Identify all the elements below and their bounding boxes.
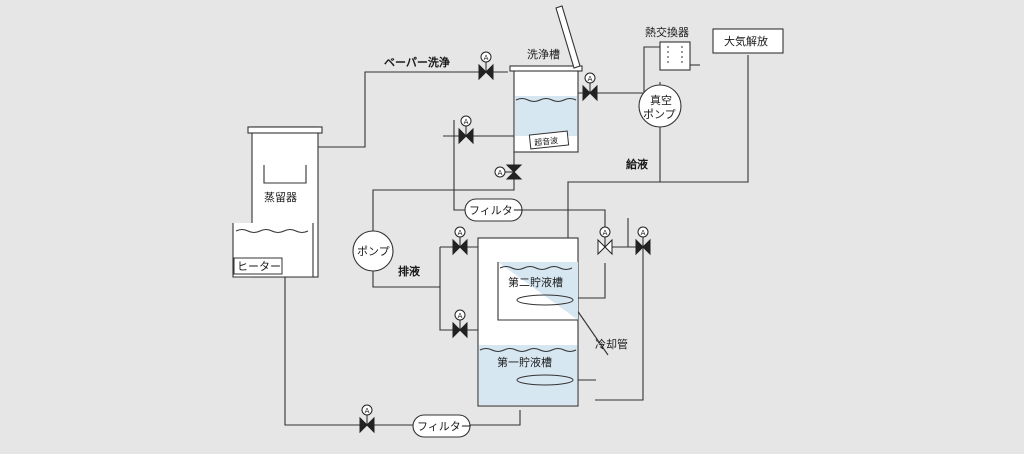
first-tank-label: 第一貯液槽 [497,355,552,369]
pipe-to-heat-exchanger [643,46,660,93]
atmosphere-release: 大気解放 [712,28,784,54]
pump: ポンプ [352,230,394,272]
valve-actuator-icon [637,226,649,238]
distiller-lid [247,126,323,134]
valve-actuator-label: A [458,229,463,237]
flow-label-vapor-wash: ベーパー洗浄 [384,55,450,69]
pipe-return-to-distiller [284,277,521,426]
wash-tank-wave [515,98,577,102]
valves: A A A A A A A A A [359,51,651,434]
filter-lower-label: フィルター [417,420,472,433]
second-tank-wave [499,266,573,270]
storage-tanks: 第二貯液槽 第一貯液槽 冷却管 [477,237,628,407]
heat-exchanger-box [659,41,691,71]
second-tank-coil [516,294,574,306]
valve-actuator-label: A [498,169,503,177]
wash-tank-liquid [515,96,577,136]
pump-circle [352,230,394,272]
valve-first-tank-inlet: A [452,309,468,339]
second-tank-label: 第二貯液槽 [508,275,563,289]
filter-upper-box [464,198,523,222]
filter-lower-box [412,414,471,438]
valve-actuator-label: A [464,118,469,126]
filter-upper: フィルター [464,198,524,222]
pipe-vapor-wash [318,71,508,148]
first-tank-coil [516,374,574,386]
valve-actuator-label: A [484,54,489,62]
valve-actuator-label: A [641,229,646,237]
valve-actuator-icon [454,226,466,238]
valve-wash-bottom: A [494,164,523,180]
valve-wash-exhaust: A [582,72,598,102]
valve-open-right: A [597,226,613,256]
wash-tank-rim [509,65,583,72]
valve-actuator-label: A [588,75,593,83]
heat-exchanger: 熱交換器 [645,25,691,71]
first-tank-wave [479,348,577,352]
valve-return-line: A [359,404,375,434]
valve-actuator-icon [361,404,373,416]
distiller-wave [235,229,309,233]
valve-actuator-icon [584,72,596,84]
vacuum-pump-circle [638,84,682,128]
valve-wash-return: A [458,115,474,145]
distiller: 蒸留器 ヒーター [232,126,323,278]
atmosphere-box [712,28,784,54]
filter-lower: フィルター [412,414,472,438]
vacuum-pump-label-1: 真空 [650,93,672,107]
vacuum-pump-label-2: ポンプ [643,108,676,121]
pump-label: ポンプ [357,245,390,258]
second-tank-wall [497,262,578,321]
valve-vapor-wash: A [478,51,494,81]
distiller-label: 蒸留器 [264,191,297,204]
pipe-first-tank-right [595,246,644,401]
valve-actuator-icon [494,166,506,178]
wash-tank-lid-open [555,5,581,69]
atmosphere-label: 大気解放 [724,34,768,48]
flow-label-supply: 給液 [626,157,649,171]
cooling-pipe-label: 冷却管 [595,337,628,351]
valve-actuator-label: A [603,229,608,237]
heat-exchanger-label: 熱交換器 [645,25,689,39]
ultrasonic-box [528,130,570,150]
valve-actuator-icon [454,309,466,321]
ultrasonic-label: 超音波 [534,135,559,147]
valve-actuator-label: A [458,312,463,320]
wash-tank: 洗浄槽 超音波 [509,5,583,153]
pipe-supply [567,181,660,238]
first-tank-liquid [479,345,577,405]
heater-box [233,257,283,275]
filter-upper-label: フィルター [469,204,524,217]
pipe-to-atmosphere [659,55,749,183]
valve-second-tank-inlet: A [452,226,468,256]
distiller-inner [263,165,307,184]
vacuum-pump: 真空 ポンプ [638,84,682,128]
flow-label-drain: 排液 [398,264,421,278]
wash-tank-label: 洗浄槽 [527,47,560,61]
valve-actuator-icon [599,226,611,238]
valve-closed-right: A [635,226,651,256]
valve-actuator-label: A [365,407,370,415]
pipe-filter-upper-in [453,120,465,211]
pipe-second-tank-right [578,263,606,299]
heater-label: ヒーター [237,260,281,273]
valve-actuator-icon [480,51,492,63]
valve-actuator-icon [460,115,472,127]
pipe-wash-drain [372,152,515,240]
pipe-filter-upper-out [522,209,606,238]
